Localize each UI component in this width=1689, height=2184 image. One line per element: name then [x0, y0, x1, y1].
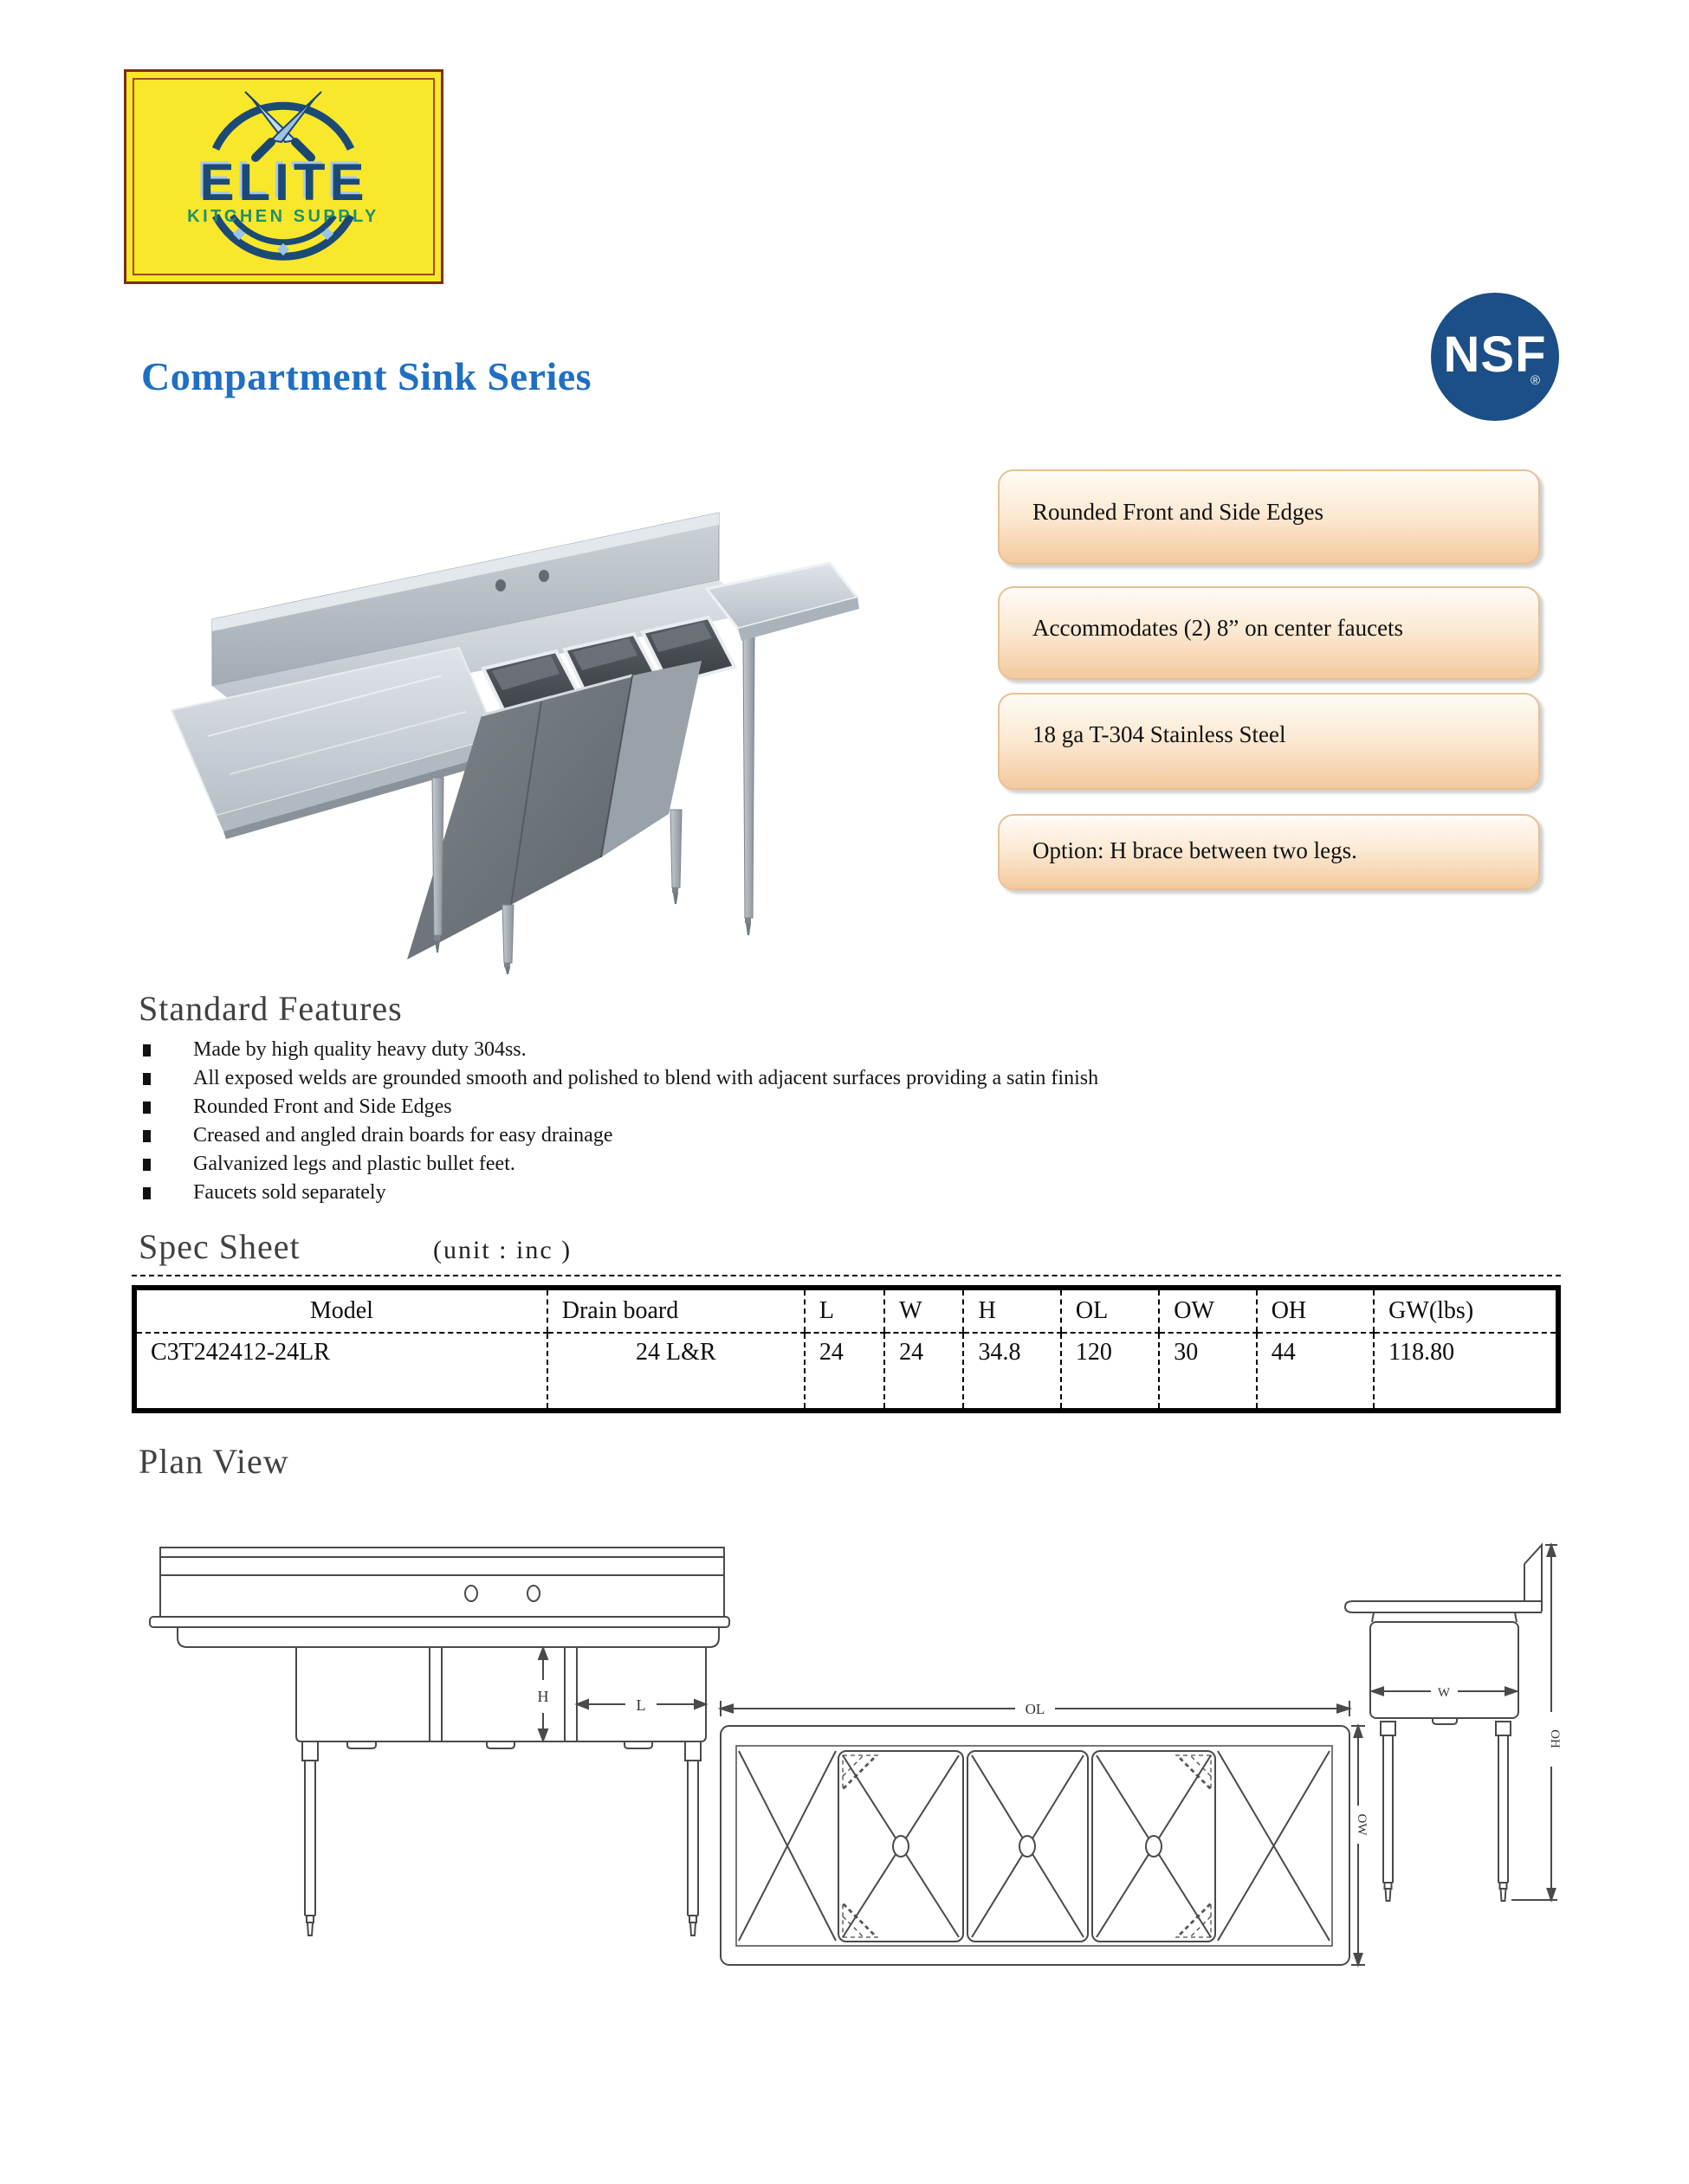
callout-rounded-edges: Rounded Front and Side Edges — [998, 469, 1540, 565]
front-view-leg — [301, 1741, 319, 1936]
front-view-leg — [684, 1741, 702, 1936]
brand-text-highlight: ELITE — [197, 151, 366, 209]
cell-h: 34.8 — [962, 1333, 1061, 1411]
bullet-square-icon — [143, 1044, 151, 1056]
side-view-leg — [1380, 1721, 1396, 1902]
dim-label-w: W — [1438, 1686, 1451, 1700]
cell-drainboard: 24 L&R — [546, 1333, 805, 1411]
feature-text: Made by high quality heavy duty 304ss. — [193, 1038, 527, 1061]
sink-end-panel — [601, 661, 702, 857]
crossed-knives-icon — [244, 91, 322, 162]
spec-sheet-heading: Spec Sheet — [139, 1227, 301, 1266]
drawing-plan-top-view: OL OW — [717, 1701, 1369, 1968]
callout-text: 18 ga T-304 Stainless Steel — [1032, 721, 1286, 747]
plan-hatch-marks — [842, 1754, 1212, 1938]
logo-bottom-outer-arc — [212, 213, 354, 261]
dim-label-ow: OW — [1355, 1814, 1369, 1837]
cell-w: 24 — [883, 1333, 964, 1411]
feature-item: Creased and angled drain boards for easy… — [140, 1124, 1543, 1153]
cell-ow: 30 — [1158, 1333, 1257, 1411]
feature-text: Creased and angled drain boards for easy… — [193, 1124, 613, 1147]
dim-label-l: L — [637, 1696, 646, 1714]
callout-faucets: Accommodates (2) 8” on center faucets — [998, 586, 1540, 680]
sink-legs-left — [431, 777, 514, 974]
feature-item: Galvanized legs and plastic bullet feet. — [140, 1153, 1543, 1181]
cell-oh: 44 — [1255, 1333, 1375, 1411]
sink-front-apron — [407, 675, 632, 960]
feature-text: Rounded Front and Side Edges — [193, 1095, 452, 1118]
feature-text: Faucets sold separately — [193, 1181, 386, 1204]
feature-text: All exposed welds are grounded smooth an… — [193, 1067, 1099, 1089]
col-ol: OL — [1059, 1288, 1160, 1334]
nsf-certification-badge: NSF ® — [1431, 293, 1559, 421]
cell-gw: 118.80 — [1373, 1333, 1558, 1411]
right-drainboard — [704, 561, 860, 641]
col-model: Model — [134, 1288, 547, 1334]
callout-stainless: 18 ga T-304 Stainless Steel — [998, 693, 1540, 790]
feature-text: Galvanized legs and plastic bullet feet. — [193, 1153, 515, 1175]
table-top-dashed-rule — [132, 1275, 1561, 1276]
col-drainboard: Drain board — [546, 1288, 805, 1334]
cell-model: C3T242412-24LR — [151, 1339, 330, 1366]
faucet-hole — [539, 570, 549, 582]
faucet-hole — [495, 579, 506, 591]
dim-label-oh: OH — [1548, 1729, 1562, 1748]
elite-kitchen-supply-logo: ELITE ELITE KITCHEN SUPPLY — [124, 69, 443, 284]
bullet-square-icon — [143, 1073, 151, 1085]
callout-h-brace-option: Option: H brace between two legs. — [998, 814, 1540, 890]
nsf-registered-mark: ® — [1530, 373, 1540, 388]
col-ow: OW — [1158, 1288, 1257, 1334]
sink-legs-right — [670, 636, 755, 935]
left-drainboard — [170, 646, 504, 839]
callout-text: Accommodates (2) 8” on center faucets — [1032, 615, 1404, 641]
plan-view-heading: Plan View — [139, 1442, 289, 1481]
product-photo-three-compartment-sink — [170, 512, 860, 974]
logo-top-arc — [211, 101, 355, 151]
nsf-label: NSF — [1443, 326, 1547, 383]
bullet-square-icon — [143, 1102, 151, 1114]
cell-l: 24 — [803, 1333, 885, 1411]
cell-ol: 120 — [1059, 1333, 1160, 1411]
bullet-square-icon — [143, 1130, 151, 1142]
standard-features-heading: Standard Features — [139, 989, 403, 1028]
col-w: W — [883, 1288, 964, 1334]
brand-text: ELITE — [199, 153, 368, 211]
callout-text: Option: H brace between two legs. — [1032, 837, 1357, 863]
col-gw: GW(lbs) — [1373, 1288, 1558, 1334]
col-l: L — [803, 1288, 885, 1334]
feature-item: Faucets sold separately — [140, 1181, 1543, 1210]
feature-item: Rounded Front and Side Edges — [140, 1095, 1543, 1124]
brand-tagline: KITCHEN SUPPLY — [187, 207, 379, 226]
unit-note: (unit : inc ) — [433, 1236, 573, 1264]
logo-diamonds — [232, 227, 334, 256]
feature-item: Made by high quality heavy duty 304ss. — [140, 1038, 1543, 1067]
logo-bottom-inner-arc — [230, 213, 337, 246]
spec-table-data-row: C3T242412-24LR 24 L&R 24 24 34.8 120 30 … — [134, 1333, 1558, 1411]
dim-label-ol: OL — [1026, 1701, 1045, 1717]
spec-table-header-row: Model Drain board L W H OL OW OH GW(lbs) — [134, 1288, 1558, 1334]
page-title: Compartment Sink Series — [141, 354, 592, 398]
drawing-front-elevation: H L — [149, 1547, 730, 1936]
feature-item: All exposed welds are grounded smooth an… — [140, 1067, 1543, 1095]
callout-text: Rounded Front and Side Edges — [1032, 499, 1323, 525]
bullet-square-icon — [143, 1159, 151, 1171]
col-oh: OH — [1255, 1288, 1375, 1334]
standard-features-list: Made by high quality heavy duty 304ss. A… — [140, 1038, 1543, 1210]
col-h: H — [962, 1288, 1061, 1334]
drawing-side-elevation: W OH — [1343, 1541, 1562, 1903]
bullet-square-icon — [143, 1187, 151, 1199]
dim-label-h: H — [538, 1688, 549, 1705]
spec-table: Model Drain board L W H OL OW OH GW(lbs)… — [132, 1285, 1561, 1413]
side-view-leg — [1495, 1721, 1511, 1902]
